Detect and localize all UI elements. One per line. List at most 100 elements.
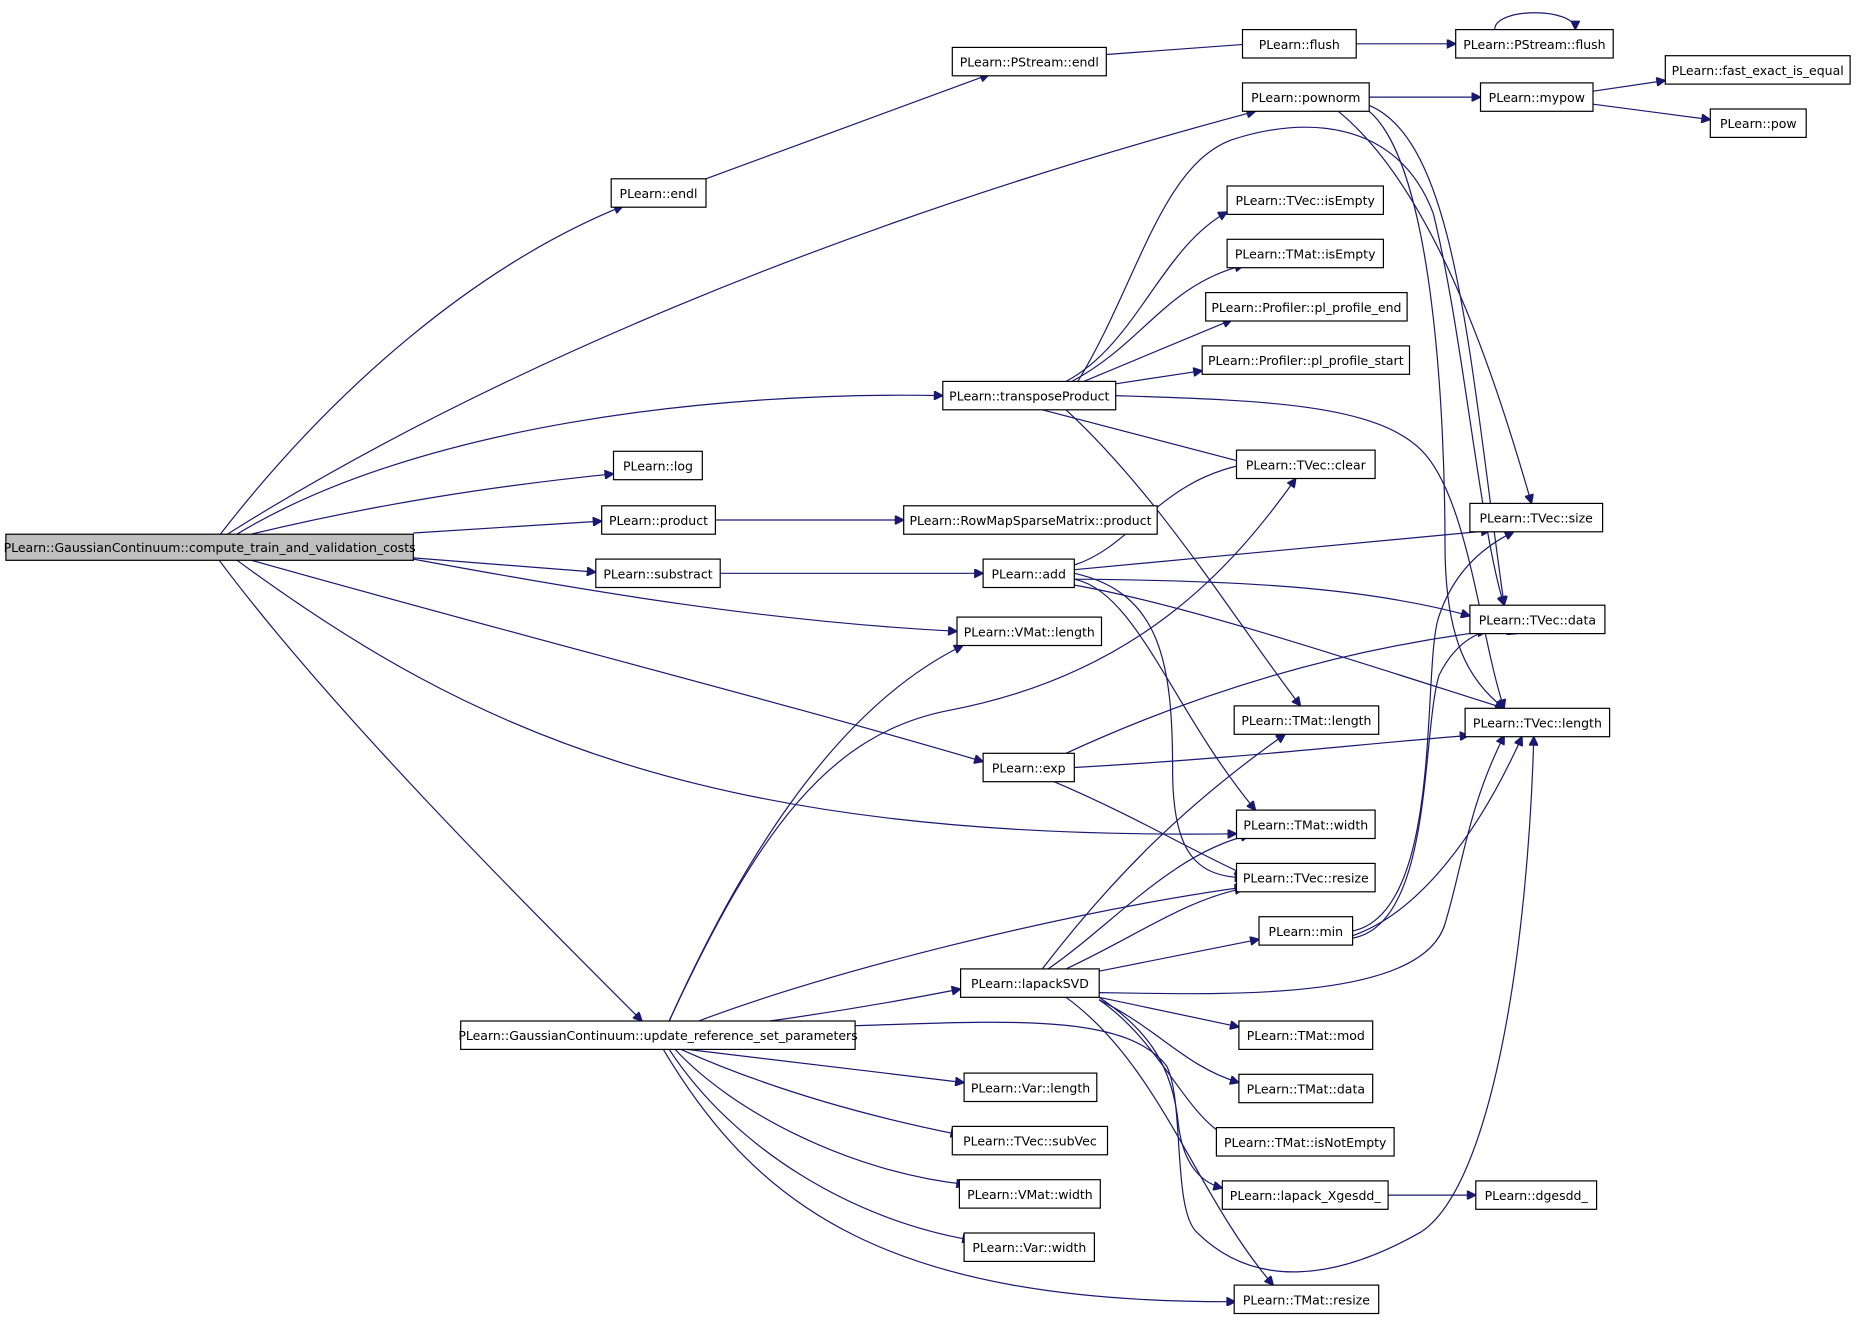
edge-lapackSVD-to-min (1098, 939, 1259, 972)
node-box (1226, 185, 1384, 215)
node-box (601, 505, 717, 535)
node-tvec-length[interactable]: PLearn::TVec::length (1464, 707, 1611, 738)
node-label: PLearn::TVec::length (1473, 716, 1602, 731)
node-tvec-isempty[interactable]: PLearn::TVec::isEmpty (1226, 185, 1384, 215)
node-var-length[interactable]: PLearn::Var::length (963, 1072, 1098, 1103)
node-log[interactable]: PLearn::log (612, 450, 703, 481)
nodes-layer: PLearn::GaussianContinuum::compute_train… (4, 29, 1851, 1315)
node-box (903, 505, 1158, 535)
node-tmat-isempty[interactable]: PLearn::TMat::isEmpty (1226, 238, 1384, 269)
node-vmat-length[interactable]: PLearn::VMat::length (956, 616, 1103, 647)
node-tmat-isnotempty[interactable]: PLearn::TMat::isNotEmpty (1215, 1126, 1395, 1157)
edge-mypow-to-pow (1593, 103, 1710, 119)
edge-lapackSVD-to-tmat-mod (1098, 996, 1239, 1027)
edge-exp-to-tvec-data (1065, 631, 1487, 754)
node-product[interactable]: PLearn::product (601, 505, 717, 535)
node-label: PLearn::TMat::width (1243, 817, 1368, 832)
node-add[interactable]: PLearn::add (982, 558, 1075, 589)
node-fast-exact[interactable]: PLearn::fast_exact_is_equal (1664, 55, 1851, 85)
node-var-width[interactable]: PLearn::Var::width (963, 1232, 1095, 1262)
node-pstream-endl[interactable]: PLearn::PStream::endl (951, 46, 1107, 77)
edge-lapackSVD-to-tvec-length (1099, 736, 1504, 995)
node-label: PLearn::GaussianContinuum::compute_train… (4, 540, 416, 555)
node-box (1215, 1126, 1395, 1157)
edge-lapackSVD-to-tmat-length (1041, 734, 1285, 970)
node-dgesdd[interactable]: PLearn::dgesdd_ (1475, 1180, 1598, 1210)
node-label: PLearn::Var::length (971, 1080, 1090, 1095)
node-label: PLearn::TMat::data (1247, 1082, 1365, 1097)
node-label: PLearn::TMat::resize (1243, 1292, 1370, 1307)
edge-mypow-to-fast-exact (1593, 81, 1665, 92)
node-label: PLearn::RowMapSparseMatrix::product (910, 513, 1152, 528)
node-label: PLearn::flush (1259, 37, 1340, 52)
node-box (5, 533, 414, 561)
node-substract[interactable]: PLearn::substract (595, 558, 721, 589)
edge-lapackSVD-to-tmat-width (1047, 835, 1249, 970)
node-rowmap-product[interactable]: PLearn::RowMapSparseMatrix::product (903, 505, 1158, 535)
node-label: PLearn::Var::width (972, 1240, 1086, 1255)
node-box (951, 46, 1107, 77)
node-box (1235, 862, 1376, 893)
node-box (956, 616, 1103, 647)
node-label: PLearn::Profiler::pl_profile_end (1211, 300, 1401, 315)
edge-update-ref-to-tvec-subvec (680, 1048, 959, 1134)
edge-min-to-tvec-data (1352, 630, 1517, 939)
edge-transposeProduct-to-prof-end (1083, 320, 1232, 382)
edge-root-to-substract (413, 557, 595, 572)
node-root[interactable]: PLearn::GaussianContinuum::compute_train… (4, 533, 416, 561)
edge-update-ref-to-tvec-clear (668, 479, 1296, 1022)
edge-transposeProduct-to-tmat-isempty (1071, 265, 1244, 382)
node-box (1475, 1180, 1598, 1210)
node-tvec-subvec[interactable]: PLearn::TVec::subVec (951, 1125, 1109, 1156)
edge-update-ref-to-tvec-resize (698, 887, 1244, 1022)
edge-update-ref-to-vmat-length (668, 646, 963, 1022)
edge-root-to-transposeProduct (236, 395, 943, 535)
node-tvec-clear[interactable]: PLearn::TVec::clear (1235, 449, 1376, 480)
edge-endl-to-pstream-endl (705, 75, 989, 180)
node-lapack-xgesdd[interactable]: PLearn::lapack_Xgesdd_ (1221, 1180, 1389, 1210)
node-label: PLearn::mypow (1489, 90, 1585, 105)
node-tmat-width[interactable]: PLearn::TMat::width (1235, 809, 1376, 840)
node-box (1241, 82, 1370, 112)
node-lapackSVD[interactable]: PLearn::lapackSVD (959, 968, 1100, 998)
node-label: PLearn::Profiler::pl_profile_start (1208, 353, 1404, 368)
node-box (959, 968, 1100, 998)
edge-add-to-tvec-size (1074, 531, 1490, 571)
edge-transposeProduct-to-tmat-length (1065, 409, 1301, 706)
node-box (1241, 29, 1357, 59)
node-label: PLearn::product (609, 513, 708, 528)
node-tmat-data[interactable]: PLearn::TMat::data (1238, 1073, 1374, 1104)
node-transposeProduct[interactable]: PLearn::transposeProduct (942, 380, 1117, 411)
node-tvec-data[interactable]: PLearn::TVec::data (1469, 604, 1606, 635)
node-label: PLearn::GaussianContinuum::update_refere… (458, 1028, 857, 1043)
node-min[interactable]: PLearn::min (1258, 916, 1354, 946)
node-label: PLearn::add (991, 566, 1065, 581)
node-pstream-flush[interactable]: PLearn::PStream::flush (1455, 29, 1614, 59)
node-tmat-resize[interactable]: PLearn::TMat::resize (1233, 1284, 1380, 1315)
node-prof-end[interactable]: PLearn::Profiler::pl_profile_end (1205, 292, 1408, 322)
node-endl[interactable]: PLearn::endl (610, 178, 707, 208)
node-label: PLearn::exp (992, 761, 1066, 776)
node-tvec-resize[interactable]: PLearn::TVec::resize (1235, 862, 1376, 893)
node-box (612, 450, 703, 481)
node-tmat-length[interactable]: PLearn::TMat::length (1233, 705, 1380, 735)
node-flush[interactable]: PLearn::flush (1241, 29, 1357, 59)
node-pownorm[interactable]: PLearn::pownorm (1241, 82, 1370, 112)
node-update-ref[interactable]: PLearn::GaussianContinuum::update_refere… (458, 1020, 858, 1050)
node-tvec-size[interactable]: PLearn::TVec::size (1469, 502, 1604, 533)
node-pow[interactable]: PLearn::pow (1709, 108, 1807, 138)
node-label: PLearn::TVec::size (1480, 511, 1594, 526)
node-box (1201, 345, 1411, 375)
node-label: PLearn::VMat::length (964, 624, 1095, 639)
edge-update-ref-to-tvec-length (855, 737, 1534, 1273)
node-tmat-mod[interactable]: PLearn::TMat::mod (1238, 1020, 1374, 1050)
node-exp[interactable]: PLearn::exp (982, 752, 1075, 783)
edge-update-ref-to-tmat-resize (662, 1049, 1235, 1301)
node-vmat-width[interactable]: PLearn::VMat::width (958, 1179, 1101, 1209)
node-label: PLearn::pow (1720, 116, 1797, 131)
node-box (1238, 1073, 1374, 1104)
node-box (460, 1020, 856, 1050)
node-prof-start[interactable]: PLearn::Profiler::pl_profile_start (1201, 345, 1411, 375)
node-mypow[interactable]: PLearn::mypow (1479, 82, 1594, 112)
